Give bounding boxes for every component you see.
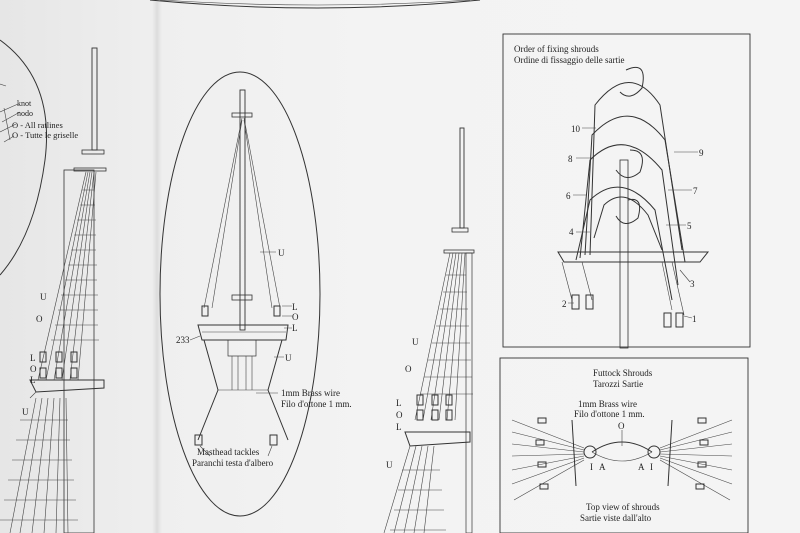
futtock-title-it: Tarozzi Sartie (593, 379, 643, 389)
masthead-label-o: O (292, 312, 299, 322)
order-number-5: 5 (687, 221, 692, 231)
right-mast-label-o2: O (396, 410, 403, 420)
futtock-caption-en: Top view of shrouds (586, 502, 660, 512)
right-mast-label-o: O (405, 364, 412, 374)
left-mast-label-u: U (40, 292, 47, 302)
order-title-it: Ordine di fissaggio delle sartie (514, 55, 624, 65)
futtock-title-en: Futtock Shrouds (593, 368, 653, 378)
masthead-label-l: L (292, 302, 298, 312)
masthead-label-u: U (278, 248, 285, 258)
right-mast-label-l2: L (396, 422, 402, 432)
masthead-label-u2: U (285, 353, 292, 363)
order-number-1: 1 (692, 314, 697, 324)
futtock-top-view (511, 417, 733, 501)
order-title-en: Order of fixing shrouds (514, 44, 599, 54)
left-mast (0, 47, 107, 533)
futtock-label-o: O (618, 421, 625, 431)
masthead-tackle-drawing (189, 89, 292, 457)
futtock-shrouds-box (499, 357, 749, 533)
order-number-9: 9 (699, 148, 704, 158)
order-number-3: 3 (690, 279, 695, 289)
order-number-8: 8 (568, 154, 573, 164)
left-mast-label-o2: O (30, 364, 37, 374)
order-number-2: 2 (562, 299, 567, 309)
left-ellipse-arc (0, 39, 48, 276)
futtock-label-a-right: A (638, 462, 645, 472)
right-mast-label-l: L (396, 398, 402, 408)
left-mast-label-u2: U (22, 407, 29, 417)
masthead-label-l2: L (292, 323, 298, 333)
page-fold (152, 0, 162, 533)
knot-label-it: nodo (17, 109, 33, 118)
order-shroud-loops (557, 66, 710, 349)
futtock-label-a-left: A (599, 462, 606, 472)
left-mast-label-o: O (36, 314, 43, 324)
knot-detail (0, 103, 21, 143)
masthead-caption-en: Masthead tackles (197, 447, 260, 457)
masthead-wire-it: Filo d'ottone 1 mm. (281, 399, 352, 409)
hull-curve-top (149, 0, 481, 9)
futtock-caption-it: Sartie viste dall'alto (580, 513, 652, 523)
right-mast (383, 127, 475, 533)
futtock-label-i-left: I (590, 462, 593, 472)
right-mast-label-u: U (412, 337, 419, 347)
legend-leader (0, 83, 7, 87)
order-number-6: 6 (566, 191, 571, 201)
futtock-wire-it: Filo d'ottone 1 mm. (574, 409, 645, 419)
futtock-wire-en: 1mm Brass wire (578, 399, 637, 409)
ratlines-label-en: O - All ratlines (12, 120, 63, 130)
order-of-shrouds-box (502, 33, 751, 348)
ratlines-label-it: O - Tutte le griselle (12, 130, 78, 140)
masthead-caption-it: Paranchi testa d'albero (192, 458, 274, 468)
order-number-7: 7 (693, 186, 698, 196)
masthead-wire-en: 1mm Brass wire (281, 388, 340, 398)
order-number-4: 4 (569, 227, 574, 237)
futtock-label-i-right: I (650, 462, 653, 472)
left-mast-label-l: L (30, 353, 36, 363)
part-number-233: 233 (176, 335, 190, 345)
masthead-ellipse (159, 71, 321, 517)
hull-curve-top-inner (159, 0, 471, 6)
left-mast-label-l2: L (30, 375, 36, 385)
right-mast-label-u2: U (386, 460, 393, 470)
knot-label-en: knot (17, 99, 32, 108)
order-number-10: 10 (571, 124, 581, 134)
